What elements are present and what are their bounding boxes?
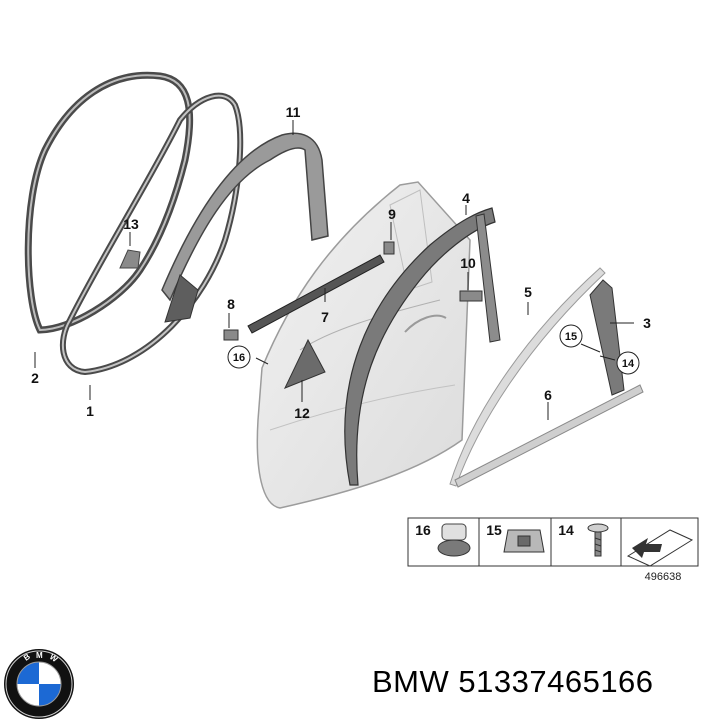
callout-6: 6 <box>544 387 552 403</box>
part-caption: BMW 51337465166 <box>372 664 654 700</box>
leader-lines <box>34 120 634 420</box>
callout-15: 15 <box>565 331 577 343</box>
bmw-logo: B M W <box>4 649 74 719</box>
callout-3: 3 <box>643 315 651 331</box>
mirror-triangle <box>283 338 326 389</box>
screw-icon <box>587 523 609 557</box>
reference-number: 496638 <box>645 571 682 583</box>
callout-8: 8 <box>227 296 235 312</box>
lower-strip <box>454 384 644 488</box>
bracket-part-13 <box>119 249 141 269</box>
circled-callouts: 16 15 14 <box>227 324 640 375</box>
callout-11: 11 <box>286 104 301 120</box>
door-frame-strip <box>344 207 496 486</box>
door-seal-outer <box>24 71 194 334</box>
svg-text:B: B <box>22 652 32 663</box>
fitting-direction-icon <box>626 529 694 567</box>
callout-2: 2 <box>31 370 39 386</box>
svg-text:M: M <box>36 651 43 660</box>
clip-part-8 <box>223 329 239 341</box>
legend-label-14: 14 <box>558 522 574 538</box>
push-clip-icon <box>437 523 471 557</box>
clip-nut-icon <box>503 529 545 553</box>
callout-13: 13 <box>123 216 139 232</box>
callout-12: 12 <box>294 405 310 421</box>
callout-9: 9 <box>388 206 396 222</box>
svg-text:W: W <box>48 652 60 664</box>
callout-4: 4 <box>462 190 470 206</box>
callout-16: 16 <box>233 352 245 364</box>
callouts: 1 2 3 4 5 6 7 8 9 10 11 12 13 <box>31 104 651 421</box>
belt-strip <box>247 254 385 334</box>
legend-box: 16 15 14 496638 <box>407 517 699 583</box>
frame-trim-upper <box>161 132 329 323</box>
window-strip <box>449 267 606 487</box>
legend-label-16: 16 <box>415 522 431 538</box>
legend-label-15: 15 <box>486 522 502 538</box>
door-seal-inner <box>60 92 244 376</box>
brand-name: BMW <box>372 664 450 699</box>
pillar-trim <box>589 279 625 396</box>
part-number: 51337465166 <box>458 664 654 699</box>
callout-14: 14 <box>622 358 635 370</box>
callout-1: 1 <box>86 403 94 419</box>
callout-7: 7 <box>321 309 329 325</box>
clip-part-9 <box>383 241 395 255</box>
clip-part-10 <box>459 290 483 302</box>
callout-5: 5 <box>524 284 532 300</box>
callout-10: 10 <box>460 255 476 271</box>
